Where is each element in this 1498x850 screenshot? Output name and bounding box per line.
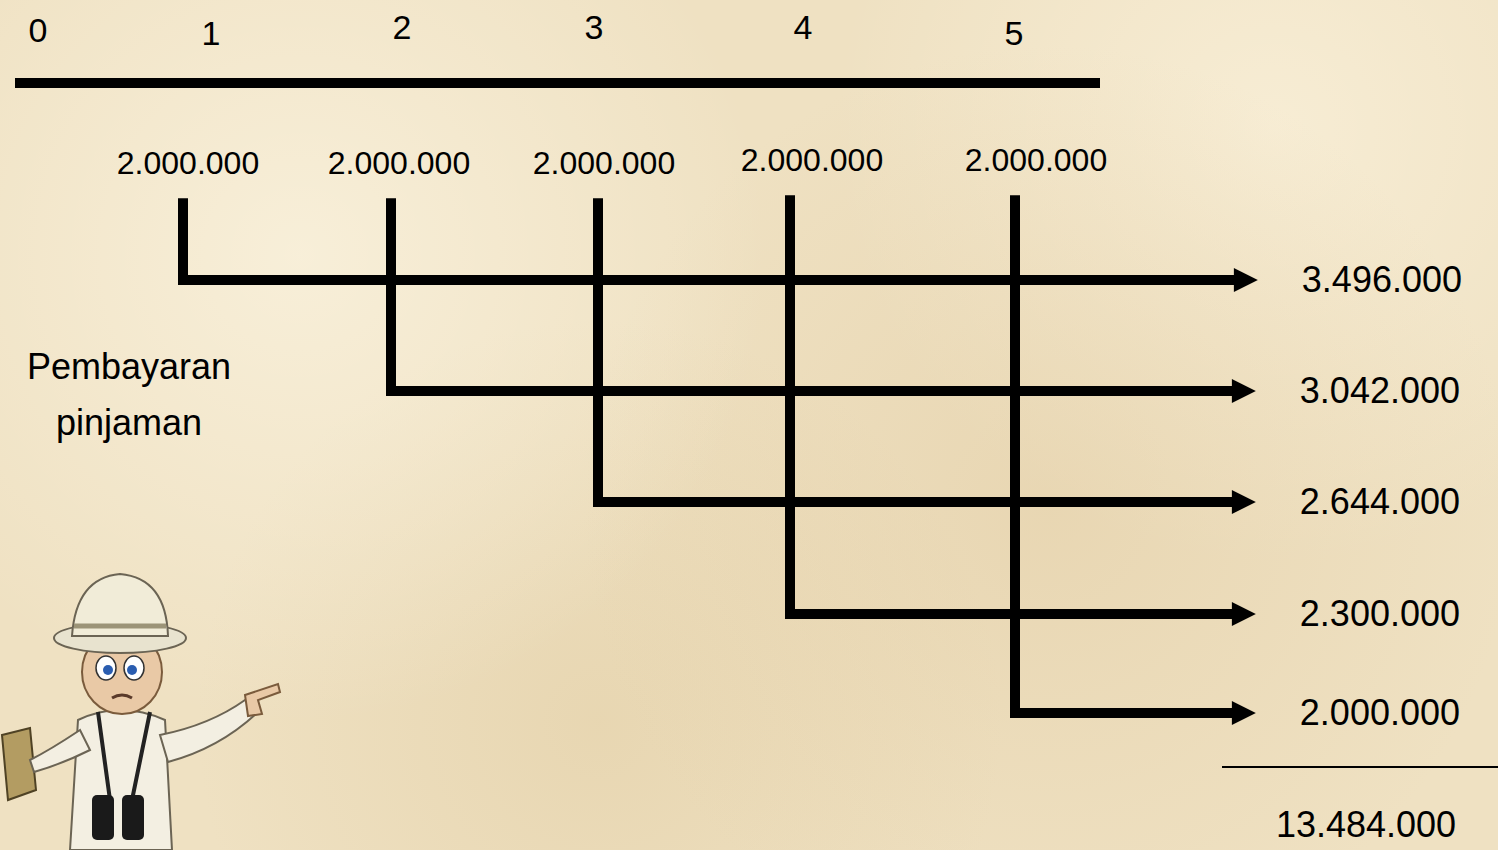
period-number: 4 [794,7,813,48]
payment-amount: 2.000.000 [324,142,474,184]
cash-flow-arrow [1015,195,1256,725]
amount-text: 2.000.000 [533,144,675,182]
payment-amount: 2.000.000 [961,139,1111,181]
period-number: 3 [585,7,604,48]
amount-text: 2.000.000 [117,144,259,182]
cash-flow-arrow [598,198,1256,514]
total-amount: 13.484.000 [1276,803,1456,846]
amount-text: 2.644.000 [1300,480,1460,523]
payment-amount: 2.000.000 [737,139,887,181]
payment-amount: 2.000.000 [529,142,679,184]
payment-amount: 2.000.000 [113,142,263,184]
period-number: 1 [202,13,221,54]
period-number: 2 [393,7,412,48]
side-label: Pembayaran pinjaman [4,339,254,451]
amount-text: 2.000.000 [1300,691,1460,734]
cash-flow-arrow [790,195,1256,626]
cash-flow-arrow [391,198,1256,403]
sum-rule [1222,766,1498,768]
amount-text: 3.496.000 [1302,258,1462,301]
explorer-figure [2,574,280,850]
future-value: 2.300.000 [1256,590,1460,637]
time-axis [15,78,1100,88]
period-number: 5 [1005,13,1024,54]
amount-text: 3.042.000 [1300,369,1460,412]
amount-text: 2.000.000 [741,141,883,179]
future-value: 2.644.000 [1256,478,1460,525]
future-value: 3.496.000 [1258,256,1462,303]
cash-flow-arrow [183,198,1258,292]
amount-text: 2.300.000 [1300,592,1460,635]
amount-text: 2.000.000 [328,144,470,182]
future-value: 2.000.000 [1256,689,1460,736]
period-number: 0 [29,10,48,51]
amount-text: 2.000.000 [965,141,1107,179]
future-value: 3.042.000 [1256,367,1460,414]
